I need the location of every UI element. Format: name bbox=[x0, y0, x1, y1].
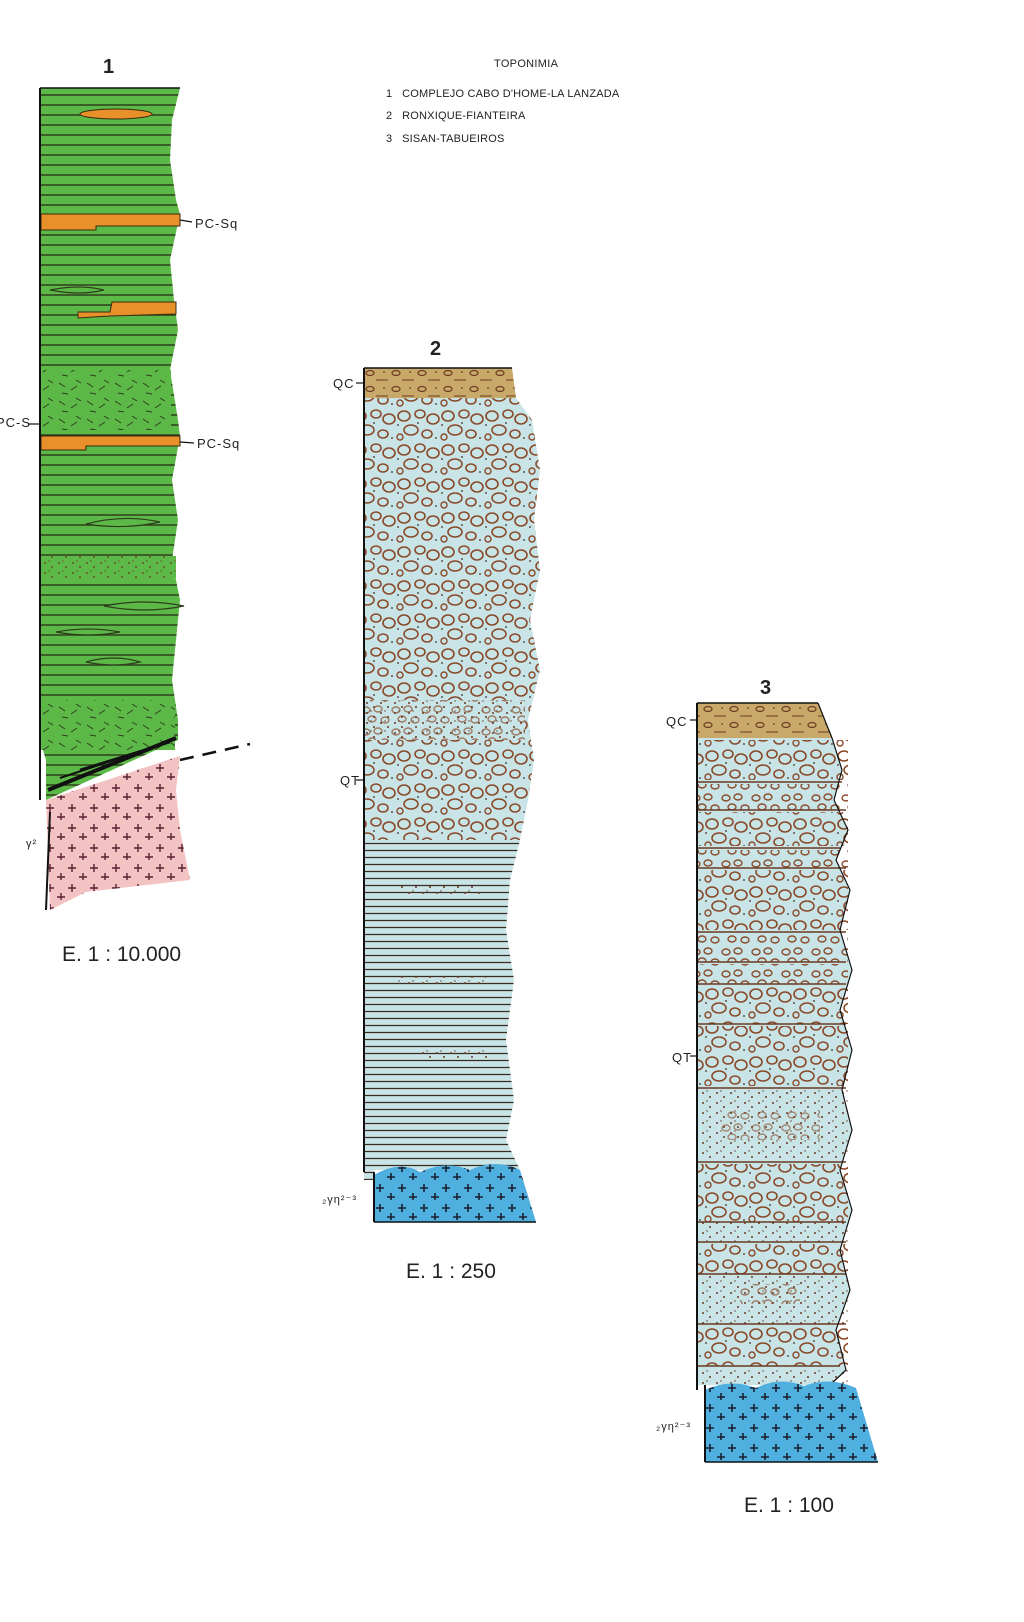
unit-label-pc-sq-upper: PC-Sq bbox=[195, 216, 239, 231]
unit-label-pc-s: PC-S bbox=[0, 415, 32, 430]
unit-label-qc-2: QC bbox=[333, 376, 355, 391]
legend-item-number: 3 bbox=[386, 133, 393, 145]
unit-label-granite-1: γ² bbox=[26, 838, 38, 850]
unit-label-granite-2: ₂γη²⁻³ bbox=[322, 1194, 358, 1206]
label-leader-lines bbox=[28, 219, 697, 1057]
legend-item-1: 1 COMPLEJO CABO D'HOME-LA LANZADA bbox=[386, 88, 619, 100]
column-3-conglomerate-bands bbox=[698, 740, 848, 1384]
column-1-lens bbox=[49, 286, 105, 294]
column-1 bbox=[39, 87, 251, 911]
unit-label-granite-3: ₂γη²⁻³ bbox=[656, 1421, 692, 1433]
column-1-lens bbox=[85, 657, 143, 666]
column-2 bbox=[363, 367, 540, 1223]
column-1-fault-extension bbox=[179, 742, 251, 762]
column-3-bedding-lines bbox=[698, 781, 846, 1367]
column-1-number: 1 bbox=[103, 56, 115, 78]
legend-item-number: 2 bbox=[386, 110, 393, 122]
column-3 bbox=[696, 702, 878, 1463]
unit-label-qt-2: QT bbox=[340, 773, 361, 788]
column-2-scale: E. 1 : 250 bbox=[406, 1260, 496, 1283]
column-2-number: 2 bbox=[430, 338, 442, 360]
unit-label-qc-3: QC bbox=[666, 714, 688, 729]
column-1-lens bbox=[103, 601, 185, 611]
column-1-lens bbox=[55, 628, 121, 636]
legend-item-label: COMPLEJO CABO D'HOME-LA LANZADA bbox=[402, 88, 620, 100]
unit-label-qt-3: QT bbox=[672, 1050, 693, 1065]
legend-title: TOPONIMIA bbox=[494, 58, 559, 70]
legend-item-3: 3 SISAN-TABUEIROS bbox=[386, 133, 505, 145]
column-1-lens bbox=[85, 517, 161, 528]
legend-item-2: 2 RONXIQUE-FIANTEIRA bbox=[386, 110, 526, 122]
column-1-quartzite-bed-middle bbox=[77, 301, 177, 319]
column-3-scale: E. 1 : 100 bbox=[744, 1494, 834, 1517]
column-1-lens bbox=[79, 108, 153, 120]
column-3-number: 3 bbox=[760, 677, 772, 699]
column-1-scale: E. 1 : 10.000 bbox=[62, 943, 182, 966]
legend-item-label: SISAN-TABUEIROS bbox=[402, 133, 505, 145]
legend-item-number: 1 bbox=[386, 88, 393, 100]
legend-item-label: RONXIQUE-FIANTEIRA bbox=[402, 110, 526, 122]
unit-label-pc-sq-lower: PC-Sq bbox=[197, 436, 241, 451]
